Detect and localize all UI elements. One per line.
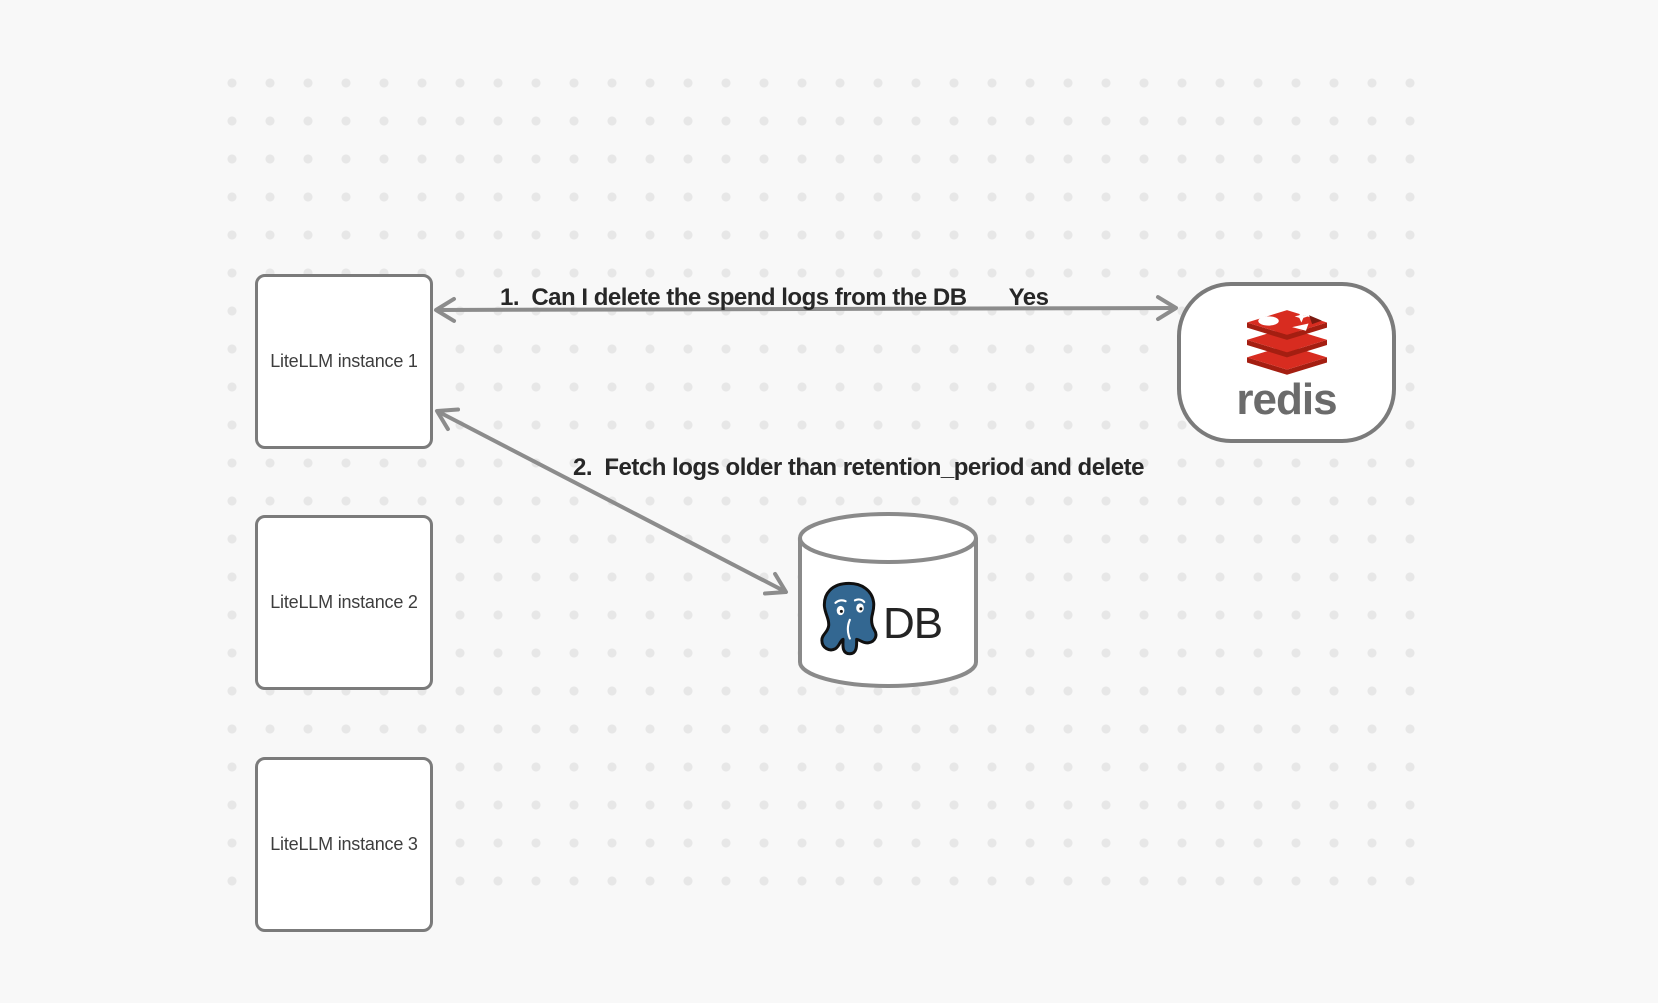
edge-2-message: 2. Fetch logs older than retention_perio… bbox=[573, 454, 1144, 481]
edge-label-1[interactable]: 1. Can I delete the spend logs from the … bbox=[500, 284, 1049, 312]
postgresql-elephant-icon bbox=[820, 581, 878, 656]
edge-1-answer: Yes bbox=[1008, 284, 1049, 311]
node-litellm-instance-3[interactable]: LiteLLM instance 3 bbox=[255, 757, 433, 932]
edge-1-message: 1. Can I delete the spend logs from the … bbox=[500, 284, 967, 311]
redis-stack-icon bbox=[1246, 309, 1327, 375]
db-node-label: DB bbox=[883, 599, 943, 648]
edge-label-2[interactable]: 2. Fetch logs older than retention_perio… bbox=[573, 454, 1144, 482]
arrow-db-instance1[interactable] bbox=[435, 407, 788, 596]
node-label: LiteLLM instance 2 bbox=[270, 592, 418, 612]
node-label: LiteLLM instance 3 bbox=[270, 834, 418, 854]
node-label: LiteLLM instance 1 bbox=[270, 351, 418, 371]
node-litellm-instance-1[interactable]: LiteLLM instance 1 bbox=[255, 274, 433, 449]
node-redis[interactable]: redis bbox=[1177, 282, 1396, 443]
arrow-redis-instance1[interactable] bbox=[434, 295, 1178, 323]
node-litellm-instance-2[interactable]: LiteLLM instance 2 bbox=[255, 515, 433, 690]
node-db[interactable]: DB bbox=[797, 511, 979, 689]
redis-wordmark: redis bbox=[1236, 374, 1337, 424]
